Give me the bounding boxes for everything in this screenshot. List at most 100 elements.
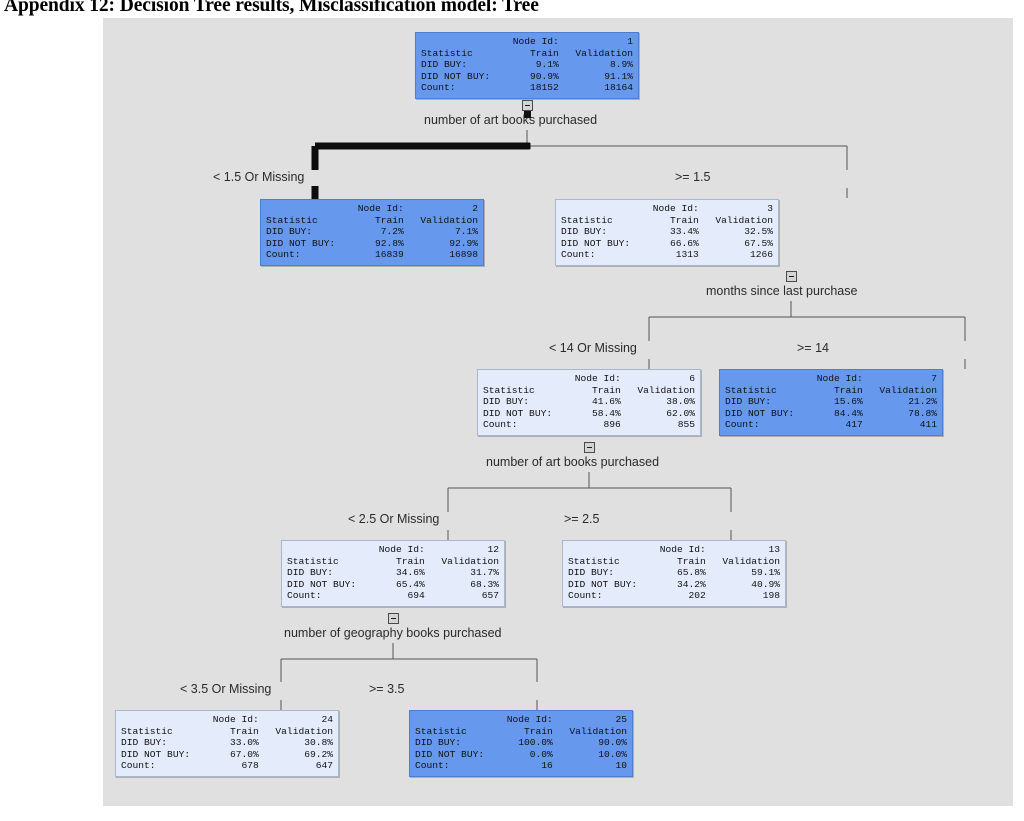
- node-spacer: [568, 544, 660, 556]
- split-variable-1: number of art books purchased: [424, 113, 598, 127]
- validation-header: Validation: [879, 384, 937, 396]
- did-buy-train: 9.1%: [535, 59, 559, 71]
- count-label: Count:: [121, 760, 156, 772]
- statistic-header: Statistic: [421, 47, 473, 59]
- did-buy-validation: 32.5%: [744, 226, 773, 238]
- did-not-buy-label: DID NOT BUY:: [568, 578, 638, 590]
- did-buy-train: 65.8%: [676, 567, 706, 579]
- node-id-value: 7: [931, 373, 937, 384]
- train-header: Train: [833, 384, 863, 396]
- count-label: Count:: [415, 760, 450, 772]
- branch-label-1-left: < 1.5 Or Missing: [213, 170, 305, 184]
- tree-node-12[interactable]: Node Id: 12 Statistic Train Validation D…: [281, 540, 505, 607]
- count-validation: 18164: [604, 82, 633, 94]
- count-validation: 647: [315, 760, 333, 772]
- branch-label-3-right: >= 2.5: [564, 512, 600, 526]
- tree-node-1[interactable]: Node Id: 1 Statistic Train Validation DI…: [415, 32, 639, 99]
- count-label: Count:: [287, 590, 322, 602]
- did-not-buy-validation: 92.9%: [449, 237, 478, 249]
- tree-node-13[interactable]: Node Id: 13 Statistic Train Validation D…: [562, 540, 786, 607]
- train-header: Train: [676, 555, 706, 567]
- node-spacer: [561, 203, 653, 215]
- collapse-handle-node-3[interactable]: [786, 271, 797, 282]
- split-variable-2: months since last purchase: [706, 284, 858, 298]
- validation-header: Validation: [722, 555, 780, 567]
- did-buy-train: 41.6%: [591, 396, 621, 408]
- did-buy-train: 33.0%: [229, 737, 259, 749]
- did-not-buy-label: DID NOT BUY:: [561, 237, 631, 249]
- did-buy-train: 34.6%: [395, 567, 425, 579]
- validation-header: Validation: [420, 214, 478, 226]
- branch-label-1-right: >= 1.5: [675, 170, 711, 184]
- did-not-buy-train: 65.4%: [395, 578, 425, 590]
- did-not-buy-validation: 69.2%: [304, 748, 333, 760]
- did-not-buy-train: 84.4%: [833, 407, 863, 419]
- split-variable-4: number of geography books purchased: [284, 626, 502, 640]
- node-id-label: Node Id:: [816, 373, 863, 384]
- count-train: 18152: [529, 82, 559, 94]
- count-label: Count:: [483, 419, 518, 431]
- node-spacer: [415, 714, 507, 726]
- train-header: Train: [529, 47, 559, 59]
- did-not-buy-label: DID NOT BUY:: [725, 407, 795, 419]
- collapse-handle-node-1[interactable]: [522, 100, 533, 118]
- tree-node-7[interactable]: Node Id: 7 Statistic Train Validation DI…: [719, 369, 943, 436]
- count-train: 694: [407, 590, 425, 602]
- node-id-label: Node Id:: [574, 373, 621, 384]
- did-buy-label: DID BUY:: [483, 396, 530, 408]
- did-buy-train: 15.6%: [833, 396, 863, 408]
- did-not-buy-label: DID NOT BUY:: [287, 578, 357, 590]
- did-buy-train: 100.0%: [518, 737, 553, 749]
- did-not-buy-train: 58.4%: [591, 407, 621, 419]
- did-not-buy-train: 0.0%: [529, 748, 553, 760]
- node-id-value: 12: [487, 544, 499, 555]
- did-not-buy-validation: 68.3%: [470, 578, 499, 590]
- did-not-buy-validation: 91.1%: [604, 70, 633, 82]
- collapse-handle-node-6[interactable]: [584, 442, 595, 453]
- branch-label-3-left: < 2.5 Or Missing: [348, 512, 440, 526]
- did-not-buy-validation: 10.0%: [598, 748, 627, 760]
- tree-node-3[interactable]: Node Id: 3 Statistic Train Validation DI…: [555, 199, 779, 266]
- node-id-label: Node Id:: [506, 714, 553, 725]
- tree-node-2[interactable]: Node Id: 2 Statistic Train Validation DI…: [260, 199, 484, 266]
- did-buy-validation: 30.8%: [304, 737, 333, 749]
- statistic-header: Statistic: [415, 725, 467, 737]
- tree-node-6[interactable]: Node Id: 6 Statistic Train Validation DI…: [477, 369, 701, 436]
- tree-node-25[interactable]: Node Id: 25 Statistic Train Validation D…: [409, 710, 633, 777]
- train-header: Train: [591, 384, 621, 396]
- did-buy-validation: 8.9%: [609, 59, 633, 71]
- node-id-label: Node Id:: [357, 203, 404, 214]
- tree-node-24[interactable]: Node Id: 24 Statistic Train Validation D…: [115, 710, 339, 777]
- count-train: 202: [688, 590, 706, 602]
- statistic-header: Statistic: [287, 555, 339, 567]
- statistic-header: Statistic: [561, 214, 613, 226]
- validation-header: Validation: [275, 725, 333, 737]
- count-validation: 855: [677, 419, 695, 431]
- did-buy-validation: 7.1%: [454, 226, 478, 238]
- validation-header: Validation: [575, 47, 633, 59]
- node-id-value: 24: [321, 714, 333, 725]
- did-buy-label: DID BUY:: [287, 567, 334, 579]
- statistic-header: Statistic: [725, 384, 777, 396]
- did-not-buy-validation: 40.9%: [751, 578, 780, 590]
- node-spacer: [287, 544, 379, 556]
- did-buy-train: 7.2%: [380, 226, 404, 238]
- count-train: 678: [241, 760, 259, 772]
- did-not-buy-label: DID NOT BUY:: [421, 70, 491, 82]
- did-not-buy-train: 92.8%: [374, 237, 404, 249]
- did-not-buy-train: 90.9%: [529, 70, 559, 82]
- validation-header: Validation: [715, 214, 773, 226]
- node-id-value: 3: [767, 203, 773, 214]
- branch-label-4-right: >= 3.5: [369, 682, 405, 696]
- count-validation: 16898: [449, 249, 478, 261]
- train-header: Train: [669, 214, 699, 226]
- decision-tree-canvas: Node Id: 1 Statistic Train Validation DI…: [103, 18, 1013, 806]
- did-not-buy-label: DID NOT BUY:: [415, 748, 485, 760]
- node-id-value: 1: [627, 36, 633, 47]
- did-buy-label: DID BUY:: [266, 226, 313, 238]
- did-buy-label: DID BUY:: [725, 396, 772, 408]
- collapse-handle-node-12[interactable]: [388, 613, 399, 624]
- did-buy-validation: 31.7%: [470, 567, 499, 579]
- count-label: Count:: [725, 419, 760, 431]
- count-validation: 198: [762, 590, 780, 602]
